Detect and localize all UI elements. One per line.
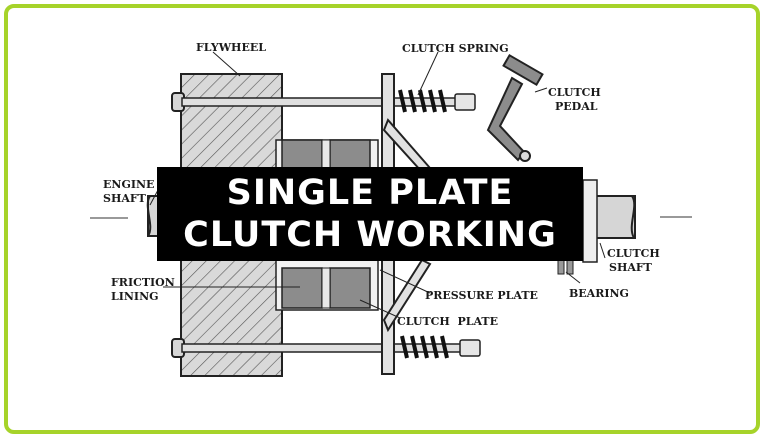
label-engine-shaft-line2: SHAFT (103, 192, 146, 205)
title-line-1: SINGLE PLATE (226, 173, 514, 213)
label-clutch-plate: CLUTCH PLATE (397, 315, 498, 328)
title-banner: SINGLE PLATE CLUTCH WORKING (157, 167, 583, 261)
upper-spring (398, 89, 447, 113)
label-flywheel: FLYWHEEL (196, 41, 266, 54)
label-clutch-shaft-line2: SHAFT (609, 261, 652, 274)
label-engine-shaft-line1: ENGINE (103, 178, 155, 191)
label-friction-lining-line1: FRICTION (111, 276, 175, 289)
label-pressure-plate: PRESSURE PLATE (425, 289, 538, 302)
release-linkage (382, 118, 432, 333)
lower-bolt (171, 338, 481, 358)
title-line-2: CLUTCH WORKING (183, 215, 557, 255)
upper-bolt (171, 92, 476, 112)
lower-spring (400, 335, 449, 359)
label-clutch-shaft-line1: CLUTCH (607, 247, 660, 260)
label-clutch-pedal-line1: CLUTCH (548, 86, 601, 99)
label-bearing: BEARING (569, 287, 629, 300)
label-friction-lining-line2: LINING (111, 290, 159, 303)
label-clutch-spring: CLUTCH SPRING (402, 42, 509, 55)
clutch-pedal (486, 53, 544, 162)
bearing (557, 259, 574, 275)
clutch-shaft (582, 179, 636, 263)
friction-lining-lower (281, 267, 371, 309)
label-clutch-pedal-line2: PEDAL (555, 100, 598, 113)
leader-lines (149, 51, 606, 319)
